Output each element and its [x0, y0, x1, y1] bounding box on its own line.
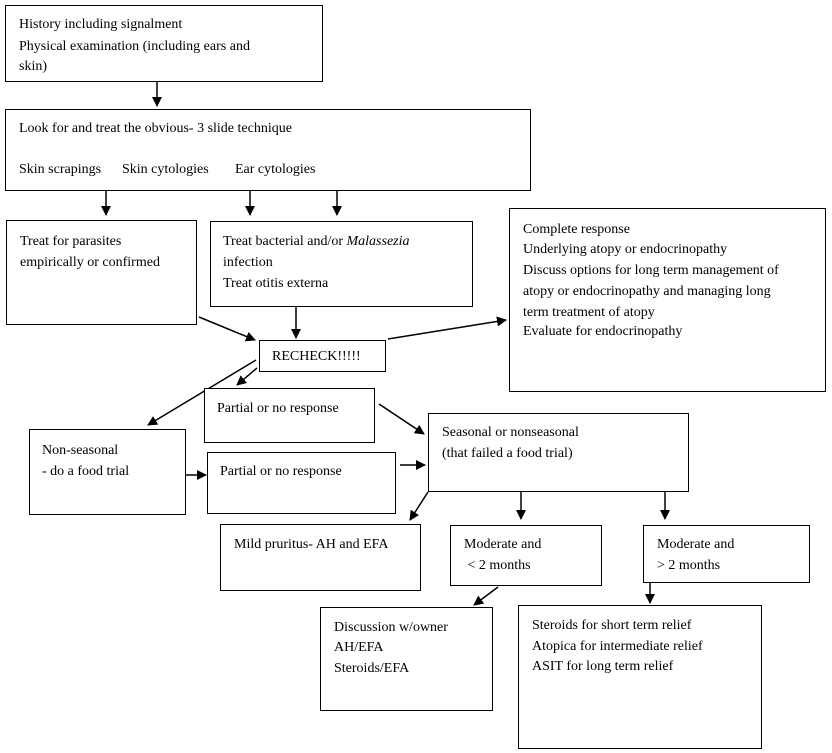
parasites-line: Treat for parasites	[20, 234, 122, 249]
bacterial-line-1: Treat bacterial and/or Malassezia	[223, 231, 410, 252]
mild-pruritus-box: Mild pruritus- AH and EFA	[220, 524, 421, 591]
complete-line: Underlying atopy or endocrinopathy	[523, 242, 728, 257]
recheck-box: RECHECK!!!!!	[259, 340, 386, 372]
history-line: History including signalment	[19, 17, 183, 32]
look-item-ear-cytologies: Ear cytologies	[235, 162, 316, 177]
discussion-box: Discussion w/owner AH/EFA Steroids/EFA	[320, 607, 493, 711]
nonseasonal-line: - do a food trial	[42, 464, 130, 479]
look-box: Look for and treat the obvious- 3 slide …	[5, 109, 531, 191]
parasites-box: Treat for parasites empirically or confi…	[6, 220, 197, 325]
arrow-partial-to-seasonal	[378, 403, 425, 435]
steroids-line: Steroids for short term relief	[532, 618, 692, 633]
look-title: Look for and treat the obvious- 3 slide …	[19, 121, 292, 136]
mild-label: Mild pruritus- AH and EFA	[234, 537, 389, 552]
history-line: skin)	[19, 59, 47, 74]
seasonal-line: Seasonal or nonseasonal	[442, 425, 579, 440]
recheck-label: RECHECK!!!!!	[272, 349, 361, 364]
complete-line: atopy or endocrinopathy and managing lon…	[523, 284, 771, 299]
complete-response-box: Complete response Underlying atopy or en…	[509, 208, 826, 392]
steroids-line: ASIT for long term relief	[532, 659, 674, 674]
arrow-recheck-to-partial	[236, 367, 258, 386]
nonseasonal-box: Non-seasonal - do a food trial	[29, 429, 186, 515]
seasonal-line: (that failed a food trial)	[442, 446, 573, 461]
look-item-skin-cytologies: Skin cytologies	[122, 162, 209, 177]
discussion-line: AH/EFA	[334, 640, 384, 655]
history-line: Physical examination (including ears and	[19, 39, 250, 54]
partial-response-box-2: Partial or no response	[207, 452, 396, 514]
nonseasonal-line: Non-seasonal	[42, 443, 119, 458]
complete-line: Evaluate for endocrinopathy	[523, 324, 683, 339]
partial-label: Partial or no response	[220, 464, 342, 479]
moderate-short-line: Moderate and	[464, 537, 542, 552]
bacterial-line-3: Treat otitis externa	[223, 276, 329, 291]
malassezia-term: Malassezia	[346, 234, 410, 249]
arrow-moderate-short-to-discussion	[473, 586, 499, 606]
moderate-long-line: > 2 months	[657, 558, 721, 573]
history-box: History including signalment Physical ex…	[5, 5, 323, 82]
arrow-seasonal-to-mild	[409, 491, 429, 521]
seasonal-box: Seasonal or nonseasonal (that failed a f…	[428, 413, 689, 492]
partial-label: Partial or no response	[217, 401, 339, 416]
arrow-parasites-to-recheck	[198, 316, 256, 342]
discussion-line: Steroids/EFA	[334, 661, 410, 676]
arrow-recheck-to-complete	[387, 316, 507, 340]
moderate-long-line: Moderate and	[657, 537, 735, 552]
complete-line: Discuss options for long term management…	[523, 263, 779, 278]
bacterial-prefix: Treat bacterial and/or	[223, 234, 347, 249]
bacterial-line-2: infection	[223, 255, 273, 270]
moderate-long-box: Moderate and > 2 months	[643, 525, 810, 583]
look-item-skin-scrapings: Skin scrapings	[19, 162, 102, 177]
parasites-line: empirically or confirmed	[20, 255, 160, 270]
arrow-recheck-to-nonseasonal	[147, 359, 257, 426]
bacterial-box: Treat bacterial and/or Malassezia infect…	[210, 221, 473, 307]
complete-line: Complete response	[523, 222, 630, 237]
discussion-line: Discussion w/owner	[334, 620, 448, 635]
complete-line: term treatment of atopy	[523, 305, 655, 320]
steroids-line: Atopica for intermediate relief	[532, 639, 703, 654]
steroids-box: Steroids for short term relief Atopica f…	[518, 605, 762, 749]
moderate-short-line: < 2 months	[464, 558, 531, 573]
moderate-short-box: Moderate and < 2 months	[450, 525, 602, 586]
partial-response-box-1: Partial or no response	[204, 388, 375, 443]
